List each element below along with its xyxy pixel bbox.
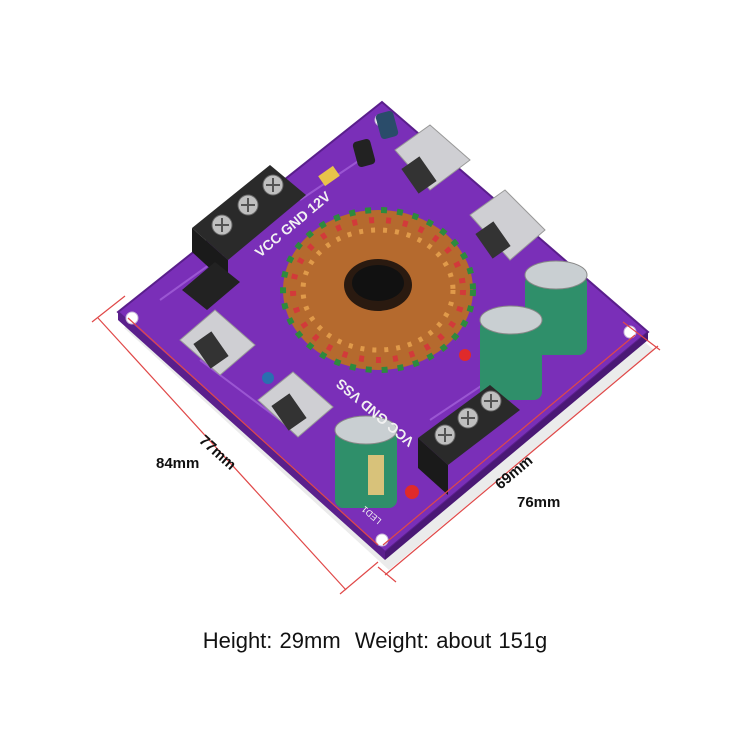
- dimension-label-84mm: 84mm: [156, 455, 200, 472]
- dimension-lines: [91, 295, 661, 595]
- small-capacitors: [262, 111, 471, 499]
- terminal-block-bottom: [418, 385, 520, 495]
- heatsink-top-right: [394, 124, 546, 261]
- ic-chip: [182, 262, 240, 310]
- toroid-inductor: [280, 207, 476, 373]
- electrolytic-capacitors: [334, 260, 588, 508]
- specs-caption: Height: 29mm Weight: about 151g: [0, 628, 750, 654]
- height-spec: Height: 29mm: [202, 628, 341, 653]
- heatsink-left: [179, 309, 334, 438]
- mounting-hole-left: [125, 311, 139, 325]
- dimension-label-76mm: 76mm: [517, 494, 561, 511]
- weight-spec: Weight: about 151g: [354, 628, 548, 653]
